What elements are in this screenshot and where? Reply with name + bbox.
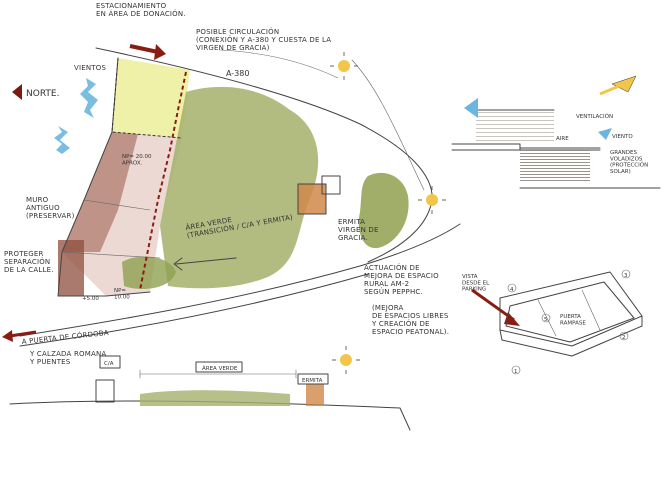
label-num-3: 3 — [624, 273, 628, 279]
section-green-fill — [140, 390, 290, 406]
label-num-2: 2 — [622, 335, 626, 341]
green-tree-cluster-east — [358, 172, 409, 249]
hermitage-annex — [321, 175, 341, 195]
parking-boundary — [111, 57, 183, 139]
red-direction-arrow-icon — [2, 44, 520, 342]
hermitage-building-outline — [297, 183, 327, 215]
parking-area-fill — [112, 58, 190, 138]
road-a380-curve — [95, 47, 433, 263]
sun-icon — [219, 49, 446, 374]
label-hermitage-section: ERMITA — [302, 378, 323, 384]
wind-arrow-icon — [54, 78, 98, 154]
hermitage-label-box — [297, 373, 329, 385]
label-north: NORTE. — [26, 89, 59, 99]
green-area-label-box — [195, 361, 243, 373]
label-circulation: POSIBLE CIRCULACIÓN(CONEXIÓN Y A-380 Y C… — [196, 27, 331, 52]
label-num-4: 4 — [510, 287, 514, 293]
label-num-1: 1 — [514, 369, 518, 375]
building-section-sketch — [451, 98, 661, 189]
label-air: AIRE — [556, 136, 569, 142]
label-to-cordoba: A PUERTA DE CÓRDOBA — [21, 328, 109, 346]
ventilation-arrow-icon — [464, 98, 478, 118]
circulation-path — [139, 71, 187, 291]
site-plan — [19, 47, 461, 347]
brick-hatch — [62, 132, 138, 252]
building-axonometric — [499, 269, 643, 375]
road-lower — [19, 223, 461, 337]
site-area-fill — [62, 132, 182, 296]
green-arrow — [173, 257, 237, 271]
label-level-b: NP=10.00 — [114, 288, 130, 300]
site-section — [9, 355, 411, 431]
old-wall — [58, 240, 84, 296]
ca-label-box — [99, 355, 121, 369]
label-wind-small: VIENTO — [612, 134, 633, 140]
label-green-area-section: ÁREA VERDE — [202, 365, 238, 372]
label-ca: C/A — [104, 361, 114, 367]
section-hermitage-block — [306, 384, 324, 406]
hermitage-building — [298, 184, 326, 214]
label-ventilation: VENTILACIÓN — [576, 113, 613, 120]
label-road: A-380 — [226, 69, 249, 78]
label-winds: VIENTOS — [74, 64, 106, 72]
green-area-fill-lower — [122, 256, 176, 290]
north-arrow-icon — [12, 84, 22, 100]
label-level-a: +5.00 — [82, 296, 99, 302]
section-ca-block — [95, 379, 115, 403]
road-lower-2 — [19, 273, 369, 347]
green-area-fill — [160, 86, 319, 289]
site-inner-line — [61, 199, 161, 259]
wind-small-arrow-icon — [598, 128, 612, 140]
label-num-5: 5 — [544, 317, 548, 323]
